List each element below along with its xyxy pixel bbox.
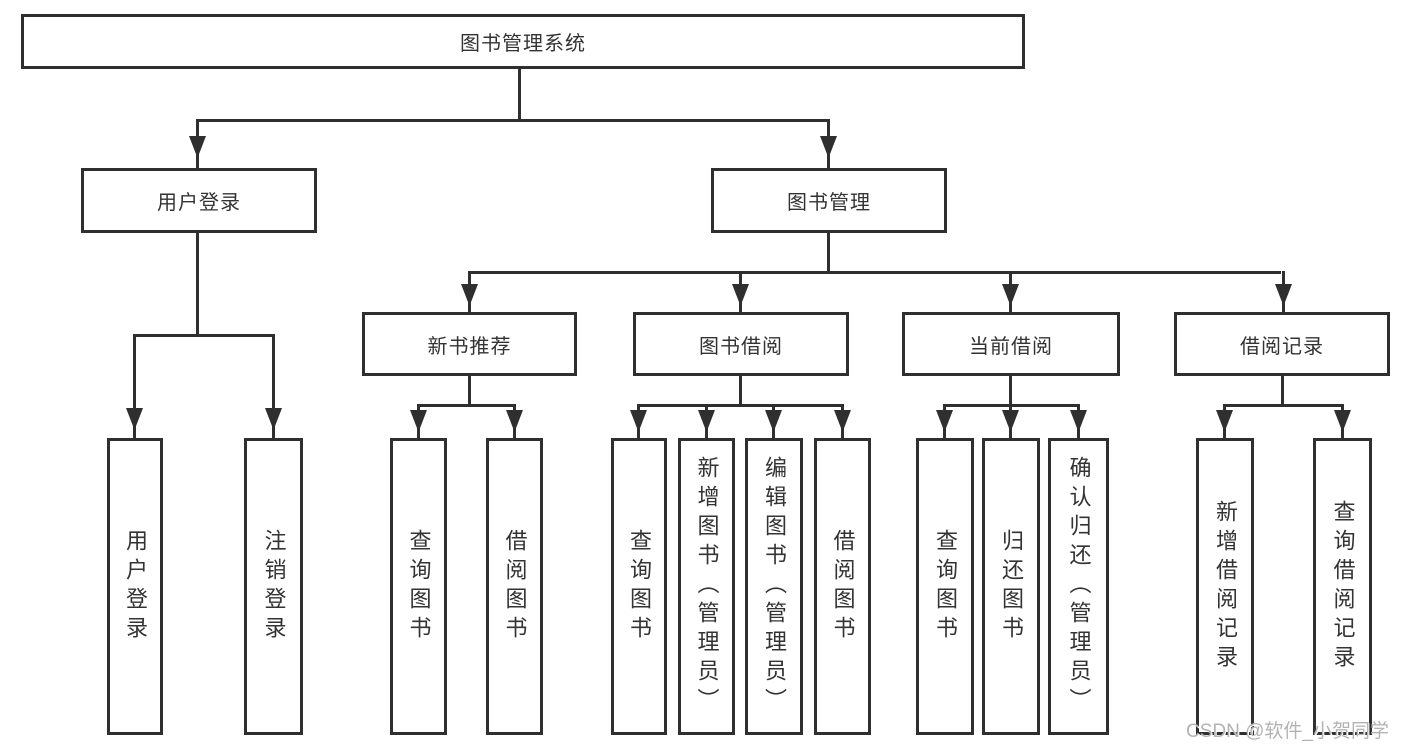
connector-line (196, 233, 199, 335)
arrow-down-icon (265, 408, 282, 430)
arrow-down-icon (936, 410, 953, 432)
arrow-down-icon (1216, 410, 1233, 432)
leaf-query-books-current: 查询图书 (916, 438, 974, 735)
node-current-borrow: 当前借阅 (902, 312, 1120, 376)
arrow-down-icon (461, 284, 478, 306)
connector-line (827, 233, 830, 272)
node-book-management-label: 图书管理 (787, 192, 871, 214)
arrow-down-icon (1334, 410, 1351, 432)
leaf-query-books-borrow: 查询图书 (611, 438, 667, 735)
leaf-add-book-admin-label: 新增图书（管理员） (694, 456, 720, 717)
arrow-down-icon (732, 284, 749, 306)
leaf-add-borrow-record: 新增借阅记录 (1196, 438, 1254, 735)
arrow-down-icon (1002, 284, 1019, 306)
csdn-watermark: CSDN @软件_小贺同学 (1186, 721, 1389, 742)
leaf-query-books-recommend-label: 查询图书 (406, 528, 432, 645)
connector-line (1009, 376, 1012, 405)
connector-line (134, 334, 275, 337)
node-root: 图书管理系统 (21, 14, 1025, 69)
arrow-down-icon (765, 410, 782, 432)
arrow-down-icon (506, 410, 523, 432)
node-borrow-records: 借阅记录 (1174, 312, 1390, 376)
leaf-borrow-books-recommend: 借阅图书 (486, 438, 543, 735)
node-book-management: 图书管理 (711, 168, 947, 233)
arrow-down-icon (1070, 410, 1087, 432)
connector-line (469, 271, 1281, 274)
connector-line (418, 404, 516, 407)
node-book-borrow-label: 图书借阅 (699, 335, 783, 358)
node-new-book-recommend: 新书推荐 (362, 312, 577, 376)
leaf-add-book-admin: 新增图书（管理员） (678, 438, 735, 735)
leaf-query-books-recommend: 查询图书 (390, 438, 447, 735)
leaf-return-book: 归还图书 (982, 438, 1040, 735)
connector-line (1281, 376, 1284, 405)
connector-line (197, 119, 830, 122)
arrow-down-icon (820, 136, 837, 158)
arrow-down-icon (189, 136, 206, 158)
leaf-borrow-books: 借阅图书 (814, 438, 871, 735)
leaf-confirm-return-admin-label: 确认归还（管理员） (1066, 456, 1092, 717)
node-user-login-label: 用户登录 (157, 192, 241, 214)
node-current-borrow-label: 当前借阅 (969, 335, 1053, 358)
leaf-return-book-label: 归还图书 (999, 528, 1024, 645)
connector-line (518, 68, 521, 120)
leaf-query-books-current-label: 查询图书 (933, 528, 958, 645)
leaf-borrow-books-recommend-label: 借阅图书 (502, 528, 528, 645)
arrow-down-icon (126, 408, 143, 430)
leaf-query-borrow-record-label: 查询借阅记录 (1330, 499, 1356, 674)
connector-line (637, 404, 843, 407)
connector-line (468, 376, 471, 405)
connector-line (133, 334, 136, 438)
leaf-add-borrow-record-label: 新增借阅记录 (1213, 499, 1238, 674)
connector-line (1224, 404, 1343, 407)
connector-line (739, 376, 742, 405)
leaf-query-borrow-record: 查询借阅记录 (1313, 438, 1372, 735)
leaf-logout: 注销登录 (244, 438, 303, 735)
leaf-user-login-label: 用户登录 (123, 528, 148, 645)
leaf-edit-book-admin-label: 编辑图书（管理员） (762, 456, 787, 717)
arrow-down-icon (1002, 410, 1019, 432)
leaf-confirm-return-admin: 确认归还（管理员） (1048, 438, 1109, 735)
leaf-logout-label: 注销登录 (261, 528, 287, 645)
arrow-down-icon (834, 410, 851, 432)
node-new-book-recommend-label: 新书推荐 (427, 335, 512, 358)
node-root-label: 图书管理系统 (460, 33, 586, 55)
leaf-user-login: 用户登录 (107, 438, 163, 735)
leaf-edit-book-admin: 编辑图书（管理员） (745, 438, 803, 735)
arrow-down-icon (1275, 284, 1292, 306)
leaf-query-books-borrow-label: 查询图书 (627, 528, 652, 645)
node-user-login: 用户登录 (81, 168, 317, 233)
arrow-down-icon (410, 410, 427, 432)
leaf-borrow-books-label: 借阅图书 (830, 528, 856, 645)
node-borrow-records-label: 借阅记录 (1240, 335, 1324, 358)
connector-line (272, 334, 275, 438)
arrow-down-icon (630, 410, 647, 432)
arrow-down-icon (698, 410, 715, 432)
node-book-borrow: 图书借阅 (633, 312, 849, 376)
